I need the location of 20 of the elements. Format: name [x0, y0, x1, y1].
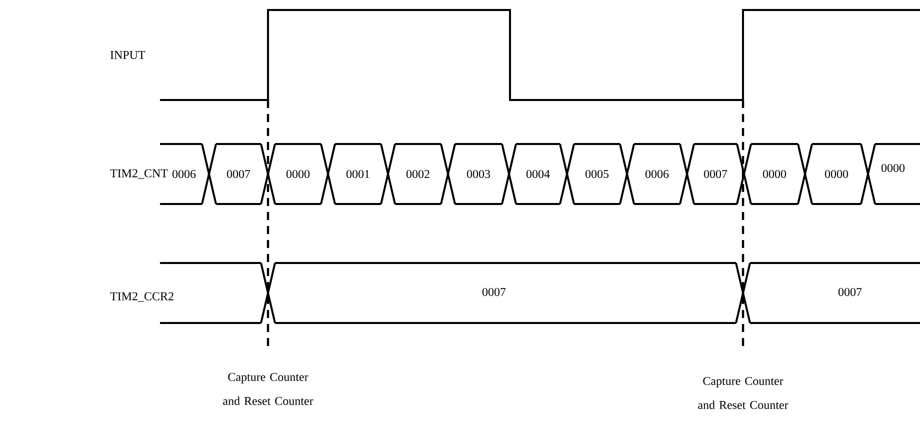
- register-value: 0007: [482, 288, 506, 296]
- register-value: 0007: [838, 288, 862, 296]
- counter-value: 0005: [585, 170, 609, 178]
- counter-value: 0000: [881, 164, 905, 172]
- capture-note: Capture Counter and Reset Counter: [698, 376, 788, 410]
- counter-value: 0003: [466, 170, 490, 178]
- counter-value: 0000: [824, 170, 848, 178]
- signal-name: INPUT: [110, 51, 146, 59]
- capture-note: Capture Counter and Reset Counter: [223, 372, 314, 406]
- counter-value: 0002: [406, 170, 430, 178]
- signal-name: TIM2_CNT: [110, 169, 168, 179]
- counter-value: 0006: [645, 170, 669, 178]
- signal-name: TIM2_CCR2: [110, 292, 174, 302]
- counter-value: 0007: [704, 170, 728, 178]
- counter-value: 0007: [226, 170, 250, 178]
- counter-value: 0004: [526, 170, 550, 178]
- counter-value: 0006: [172, 170, 196, 178]
- counter-value: 0001: [346, 170, 370, 178]
- counter-value: 0000: [762, 170, 786, 178]
- counter-value: 0000: [286, 170, 310, 178]
